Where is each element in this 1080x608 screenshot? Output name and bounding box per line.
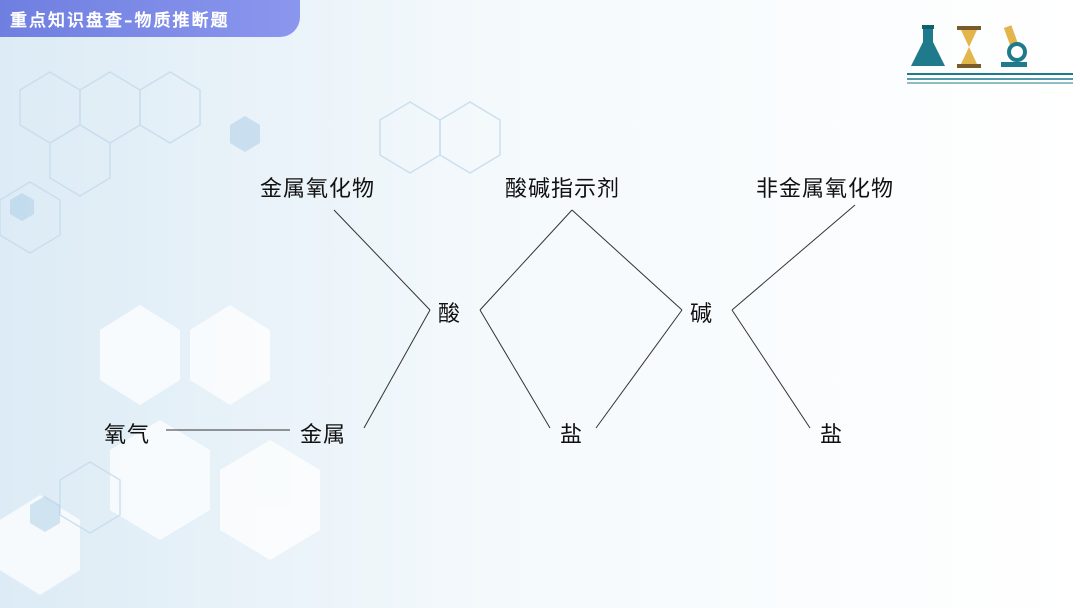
microscope-icon (1001, 25, 1027, 67)
node-metal: 金属 (300, 423, 347, 448)
page-title: 重点知识盘查–物质推断题 (0, 0, 300, 37)
edge-nonmetal-oxide-base (731, 204, 856, 311)
flask-icon (911, 25, 945, 66)
edge-acid-salt (479, 309, 551, 429)
node-oxygen: 氧气 (104, 423, 151, 448)
node-salt-right: 盐 (820, 423, 844, 448)
node-indicator: 酸碱指示剂 (505, 177, 621, 202)
node-metal-oxide: 金属氧化物 (260, 177, 376, 202)
edge-indicator-base (571, 209, 683, 311)
edge-acid-indicator (479, 209, 573, 311)
hourglass-icon (957, 26, 981, 68)
node-base: 碱 (690, 302, 714, 327)
edge-metal-oxide-acid (333, 209, 431, 311)
chemistry-logo (907, 25, 1073, 84)
node-acid: 酸 (438, 302, 462, 327)
node-salt-middle: 盐 (560, 423, 584, 448)
node-nonmetal-oxide: 非金属氧化物 (756, 177, 895, 202)
edge-base-salt-middle (595, 309, 683, 429)
edge-acid-metal (363, 309, 431, 429)
edge-base-salt-right (731, 309, 811, 429)
